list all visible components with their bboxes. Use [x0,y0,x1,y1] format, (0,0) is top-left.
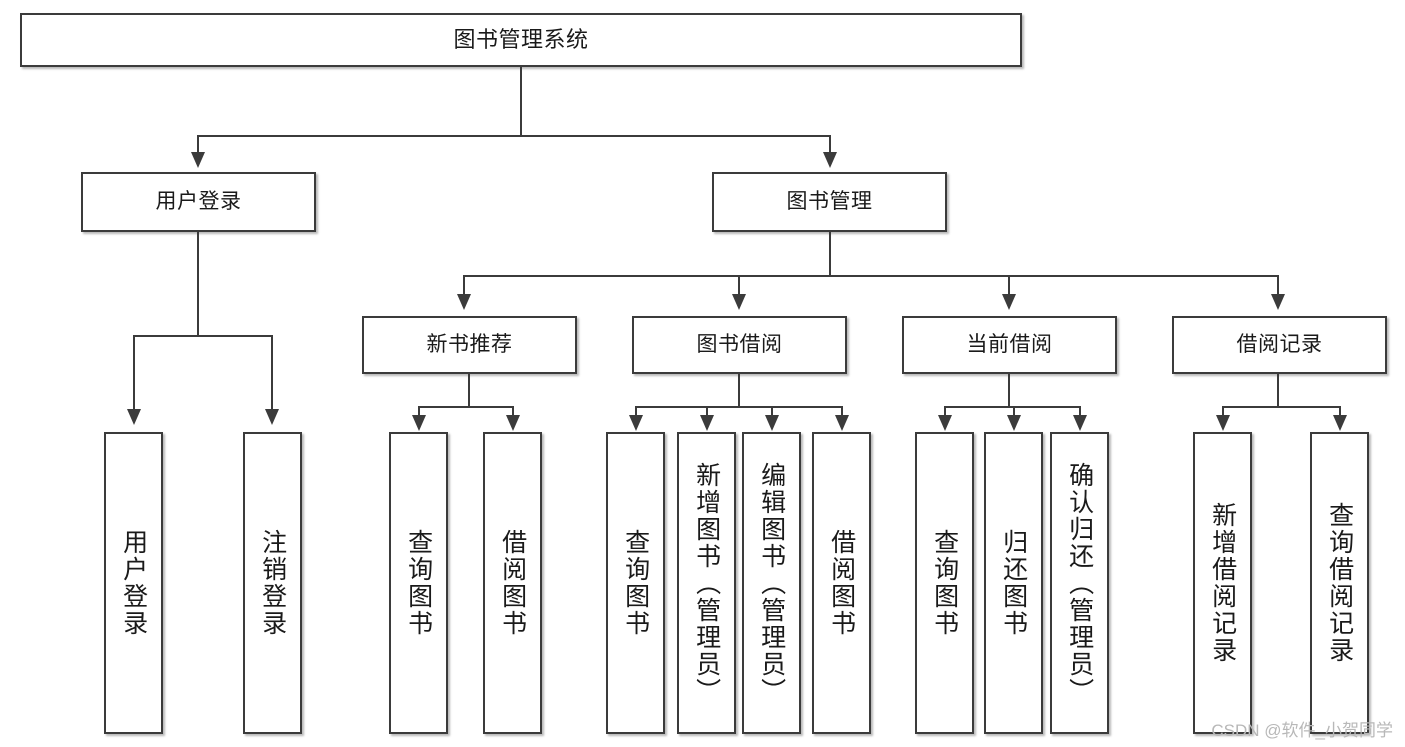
node-label: 编辑图书（管理员） [757,461,786,705]
node-label: 图书借阅 [696,333,783,357]
edge-bm-to-new-book-rec [463,275,465,296]
edge-bm-to-book-borrow [738,275,740,296]
leaf-logout[interactable]: 注销登录 [243,432,302,734]
node-label: 新书推荐 [426,333,513,357]
arrowhead-current-borrow [1002,294,1016,310]
edge-nbr-stem [468,374,470,407]
edge-bb-to-leaf-4 [841,406,843,418]
node-label: 确认归还（管理员） [1065,461,1094,705]
edge-br-bus [1222,406,1340,408]
arrowhead-leaf-query-record [1333,415,1347,431]
arrowhead-leaf-query-book-3 [938,415,952,431]
node-new-book-recommend[interactable]: 新书推荐 [362,316,577,374]
arrowhead-leaf-confirm-return [1073,415,1087,431]
node-label: 用户登录 [119,529,148,637]
edge-bb-bus [635,406,842,408]
arrowhead-leaf-borrow-book-2 [835,415,849,431]
edge-bm-to-borrow-record [1277,275,1279,296]
node-label: 图书管理 [786,190,873,214]
leaf-user-login[interactable]: 用户登录 [104,432,163,734]
node-label: 当前借阅 [966,333,1053,357]
leaf-query-book-3[interactable]: 查询图书 [915,432,974,734]
node-label: 新增借阅记录 [1208,502,1237,664]
arrowhead-leaf-borrow-book-1 [506,415,520,431]
edge-cb-stem [1008,374,1010,407]
leaf-borrow-book-2[interactable]: 借阅图书 [812,432,871,734]
edge-cb-to-leaf-2 [1013,406,1015,418]
node-label: 查询图书 [930,529,959,637]
leaf-confirm-return[interactable]: 确认归还（管理员） [1050,432,1109,734]
edge-nbr-bus [418,406,513,408]
edge-root-to-user-login [197,135,199,155]
node-borrow-record[interactable]: 借阅记录 [1172,316,1387,374]
edge-root-stem [520,67,522,135]
arrowhead-leaf-query-book-1 [412,415,426,431]
node-label: 归还图书 [999,529,1028,637]
node-book-borrow[interactable]: 图书借阅 [632,316,847,374]
node-label: 借阅图书 [498,529,527,637]
edge-user-login-bus [133,335,273,337]
node-label: 用户登录 [155,190,242,214]
node-label: 借阅记录 [1236,333,1323,357]
arrowhead-leaf-return-book [1007,415,1021,431]
leaf-query-book-1[interactable]: 查询图书 [389,432,448,734]
edge-bb-to-leaf-3 [771,406,773,418]
leaf-edit-book[interactable]: 编辑图书（管理员） [742,432,801,734]
edge-cb-to-leaf-1 [944,406,946,418]
node-label: 注销登录 [258,529,287,637]
arrowhead-user-login [191,152,205,168]
leaf-add-borrow-record[interactable]: 新增借阅记录 [1193,432,1252,734]
node-label: 查询图书 [404,529,433,637]
edge-root-to-book-manage [829,135,831,155]
edge-br-to-leaf-1 [1222,406,1224,418]
edge-user-login-to-leaf-2 [271,335,273,411]
edge-bb-stem [738,374,740,407]
arrowhead-borrow-record [1271,294,1285,310]
edge-user-login-stem [197,232,199,336]
edge-book-manage-bus [463,275,1279,277]
arrowhead-leaf-edit-book [765,415,779,431]
edge-nbr-to-leaf-2 [512,406,514,418]
node-label: 查询图书 [621,529,650,637]
node-label: 查询借阅记录 [1325,502,1354,664]
edge-bb-to-leaf-1 [635,406,637,418]
arrowhead-leaf-query-book-2 [629,415,643,431]
edge-bm-to-current-borrow [1008,275,1010,296]
arrowhead-new-book-rec [457,294,471,310]
edge-root-bus [197,135,831,137]
edge-br-stem [1277,374,1279,407]
leaf-query-borrow-record[interactable]: 查询借阅记录 [1310,432,1369,734]
edge-cb-to-leaf-3 [1079,406,1081,418]
node-label: 图书管理系统 [453,26,589,52]
leaf-query-book-2[interactable]: 查询图书 [606,432,665,734]
node-book-manage[interactable]: 图书管理 [712,172,947,232]
edge-book-manage-stem [829,232,831,276]
edge-nbr-to-leaf-1 [418,406,420,418]
arrowhead-leaf-add-record [1216,415,1230,431]
node-label: 借阅图书 [827,529,856,637]
node-current-borrow[interactable]: 当前借阅 [902,316,1117,374]
csdn-watermark: CSDN @软件_小贺同学 [1211,721,1393,740]
node-label: 新增图书（管理员） [692,461,721,705]
node-user-login[interactable]: 用户登录 [81,172,316,232]
node-root-book-management-system[interactable]: 图书管理系统 [20,13,1022,67]
edge-cb-bus [944,406,1079,408]
arrowhead-leaf-logout [265,409,279,425]
leaf-add-book[interactable]: 新增图书（管理员） [677,432,736,734]
arrowhead-book-borrow [732,294,746,310]
arrowhead-book-manage [823,152,837,168]
leaf-borrow-book-1[interactable]: 借阅图书 [483,432,542,734]
arrowhead-leaf-user-login [127,409,141,425]
edge-bb-to-leaf-2 [706,406,708,418]
leaf-return-book[interactable]: 归还图书 [984,432,1043,734]
arrowhead-leaf-add-book [700,415,714,431]
edge-br-to-leaf-2 [1339,406,1341,418]
edge-user-login-to-leaf-1 [133,335,135,411]
